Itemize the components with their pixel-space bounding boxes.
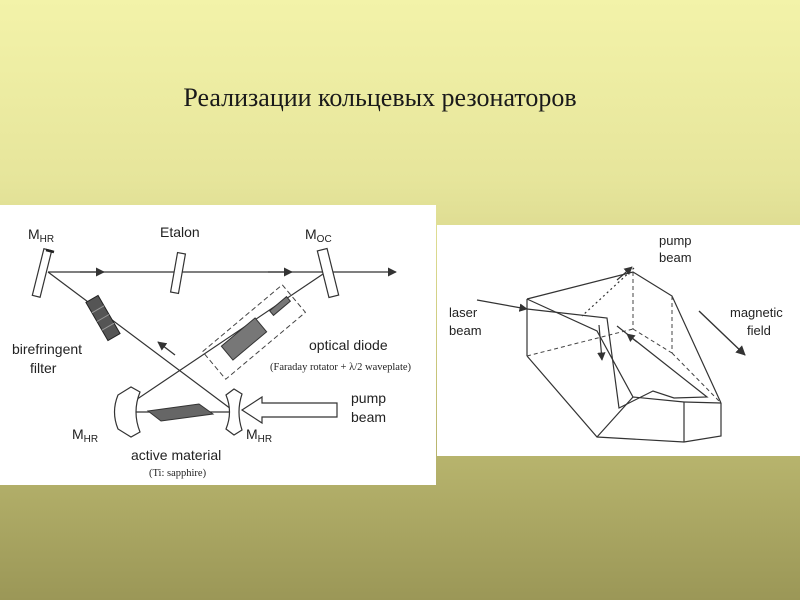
label-mhr-bottom-left: MHR [72,426,98,445]
label-active-material-note: (Ti: sapphire) [149,468,207,479]
etalon-plate [169,251,187,295]
mirror-oc-top-right [316,247,340,299]
waveplate [268,295,292,317]
label-pump: pump [351,390,386,406]
slide-title: Реализации кольцевых резонаторов [183,83,577,112]
label-etalon: Etalon [160,224,200,240]
ring-cavity-diagram-panel: MHR Etalon MOC birefringent filter optic… [0,205,436,485]
label-birefringent: birefringent [12,341,82,357]
label-mhr-bottom-right: MHR [246,426,272,445]
laser-path [476,299,709,409]
faraday-rotator [220,317,268,361]
pump-beam-arrow [616,266,633,281]
beam-left-diagonal [47,271,236,413]
label-mhr-top-left: MHR [28,226,54,245]
label-laser-beam: beam [449,323,482,338]
arrow-left-diagonal [157,341,176,356]
label-laser: laser [449,305,478,320]
active-material-crystal [146,403,215,422]
label-beam: beam [351,409,386,425]
monolithic-ring-diagram: pump beam laser beam magnetic field [449,233,783,443]
label-filter: filter [30,360,57,376]
magnetic-field-arrow [698,310,746,356]
label-moc-top-right: MOC [305,226,332,245]
label-pump-beam: beam [659,250,692,265]
ring-cavity-diagram: MHR Etalon MOC birefringent filter optic… [12,224,412,479]
mirror-hr-bottom-right [225,388,243,436]
label-optical-diode: optical diode [309,337,388,353]
crystal-outline [526,271,722,443]
label-pump: pump [659,233,692,248]
pump-beam-arrow [240,395,338,425]
label-optical-diode-note: (Faraday rotator + λ/2 waveplate) [270,362,412,373]
birefringent-filter [85,294,121,342]
label-active-material: active material [131,447,221,463]
label-magnetic: magnetic [730,305,783,320]
mirror-hr-bottom-left [113,386,141,438]
pump-beam-dotted [581,267,635,317]
beam-right-diagonal [117,271,327,413]
monolithic-ring-diagram-panel: pump beam laser beam magnetic field [437,225,800,456]
crystal-hidden-edges [526,272,722,404]
label-field: field [747,323,771,338]
